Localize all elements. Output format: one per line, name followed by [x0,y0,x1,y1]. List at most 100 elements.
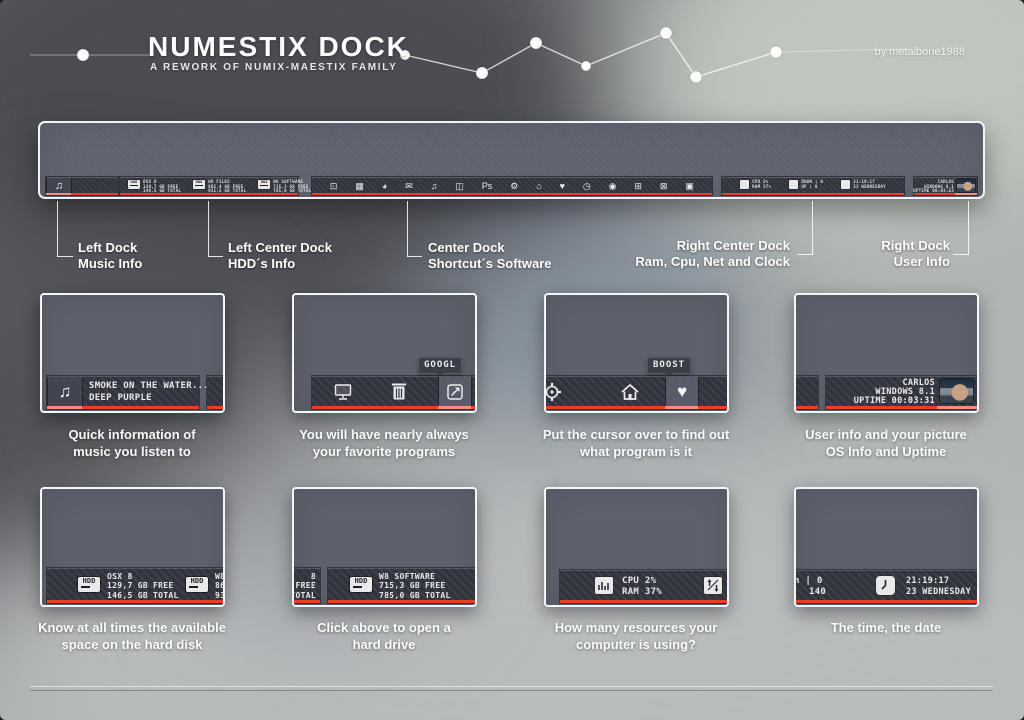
user-avatar[interactable] [957,179,975,192]
home-icon [621,383,639,400]
hdd-free: 715,3 GB FREE [273,183,309,189]
panel-user-info: CARLOS WINDOWS 8.1 UPTIME 00:03:31 [794,293,979,413]
fragment-text: B FREE [294,581,316,591]
callout-connector [407,256,422,257]
home-icon[interactable]: ⌂ [536,181,542,191]
caption-time-date: The time, the date [830,620,942,635]
browser-icon [447,383,463,400]
book-icon[interactable]: ◫ [455,181,464,191]
clock-icon[interactable]: ◷ [582,181,591,191]
hdd-strip: HDD W8 SOFTWARE 715,3 GB FREE 785,0 GB T… [328,568,475,603]
net-up: UP | 0 [801,183,818,189]
callout-connector [208,256,223,257]
fragment-text: n | 0 [794,576,823,586]
accent-line-highlight [47,406,82,409]
chat-icon[interactable]: ✉ [405,181,413,191]
hdd-total: 785,0 GB TOTAL [273,188,312,194]
dock-stats-segment[interactable]: CPU 2% RAM 37% DOWN | 0 UP | 0 21:19:17 … [722,177,904,195]
panel-time-date: n | 0 140 21:19:17 23 WEDNESDAY [794,487,979,607]
hdd-entry[interactable]: HDD OSX 8 129,7 GB FREE 146,5 GB TOTAL [128,179,181,194]
dock-center-segment[interactable]: ⊡ ▦ ◕ ✉ ♫ ◫ Ps ⚙ ⌂ ♥ ◷ ◉ ⊞ ⊠ ▣ [312,177,712,195]
gallery-icon[interactable]: ▣ [685,181,694,191]
photoshop-icon[interactable]: Ps [481,181,493,191]
accent-line [47,600,223,603]
date-value: 23 WEDNESDAY [853,183,886,189]
accent-line-highlight [665,406,698,409]
panel-hdd-space: HDD OSX 8 129,7 GB FREE 146,5 GB TOTAL H… [40,487,225,607]
music-icon: ♫ [54,179,64,192]
accent-line [560,600,727,603]
net-down: DOWN | 0 [801,179,824,184]
hdd-icon: HDD [258,180,271,189]
settings-icon[interactable]: ⚙ [510,181,519,191]
dock-user-segment[interactable]: CARLOS WINDOWS 8.1 UPTIME 00:03:23 [913,177,977,195]
track-title: SMOKE ON THE WATER... [89,381,210,391]
callout-connector [812,201,813,255]
close-icon[interactable]: ⊠ [659,181,668,191]
hdd-strip: HDD OSX 8 129,7 GB FREE 146,5 GB TOTAL H… [47,568,225,603]
steam-icon[interactable]: ◉ [608,181,617,191]
ram-value: RAM 37% [752,183,772,189]
music-icon-box: ♫ [47,377,83,406]
music-icon: ♫ [58,381,72,401]
tooltip: GOOGL [418,357,463,377]
callout-connector [968,201,969,255]
tooltip: BOOST [647,357,692,377]
settings-icon [546,383,561,401]
cpu-ram-group: CPU 2% RAM 37% [740,179,772,195]
user-os: WINDOWS 8.1 [924,183,954,189]
callout-connector [407,201,408,257]
dock-music-segment[interactable]: ♫ [46,177,118,195]
date-value: 23 WEDNESDAY [906,586,972,597]
cpu-value: CPU 2% [752,179,769,184]
trash-icon[interactable]: ▦ [355,181,364,191]
hdd-entry[interactable]: HDD W8 SOFTWARE 715,3 GB FREE 785,0 GB T… [258,179,312,194]
display-icon[interactable]: ⊡ [329,181,338,191]
bottom-divider [30,686,993,687]
track-artist: DEEP PURPLE [89,393,152,403]
next-segment-fragment [207,376,223,409]
accent-line [914,193,977,195]
favorite-icon[interactable]: ♥ [559,181,565,191]
music-icon-box[interactable]: ♫ [46,178,72,193]
clock-icon [841,180,851,189]
callout-connector [57,201,58,257]
accent-line [546,406,727,409]
net-group: DOWN | 0 UP | 0 [789,179,824,195]
accent-line [796,406,818,409]
drive-total: 785,0 GB TOTAL [379,590,451,600]
stats-strip: CPU 2% RAM 37% DO UP [560,570,727,603]
sparkline [30,26,909,84]
fragment-text: 8 [310,572,316,581]
accent-line-highlight [955,193,977,195]
drive-name: OSX 8 [107,572,133,581]
display-icon [334,384,352,400]
callout-connector [953,254,969,255]
accent-line [796,600,977,603]
cpu-value: CPU 2% [622,576,657,586]
hdd-icon: HDD [350,577,372,592]
hdd-free: 129,7 GB FREE [143,183,179,189]
updown-icon [789,180,799,189]
drive-total: 146,5 GB TOTAL [107,590,179,600]
user-strip: CARLOS WINDOWS 8.1 UPTIME 00:03:31 [826,376,977,409]
music-icon[interactable]: ♫ [430,181,438,191]
panel-music-info: ♫ SMOKE ON THE WATER... DEEP PURPLE [40,293,225,413]
hdd-entry[interactable]: HDD W8 FILES 862,4 GB FREE 931,5 GB TOTA… [193,179,247,194]
accent-line [312,193,712,195]
panel-hover-tooltip: BOOST ♥ [544,293,729,413]
grid-icon[interactable]: ⊞ [634,181,642,191]
accent-line [328,600,475,603]
user-name: CARLOS [902,378,935,388]
hdd-free: 862,4 GB FREE [208,183,244,189]
hdd-total: 931,5 GB TOTAL [208,188,247,194]
drive-total: 931, [215,590,225,600]
browser-icon[interactable]: ◕ [381,181,388,191]
dock-hdd-segment[interactable]: HDD OSX 8 129,7 GB FREE 146,5 GB TOTAL H… [120,177,311,195]
music-strip: ♫ SMOKE ON THE WATER... DEEP PURPLE [47,376,209,409]
